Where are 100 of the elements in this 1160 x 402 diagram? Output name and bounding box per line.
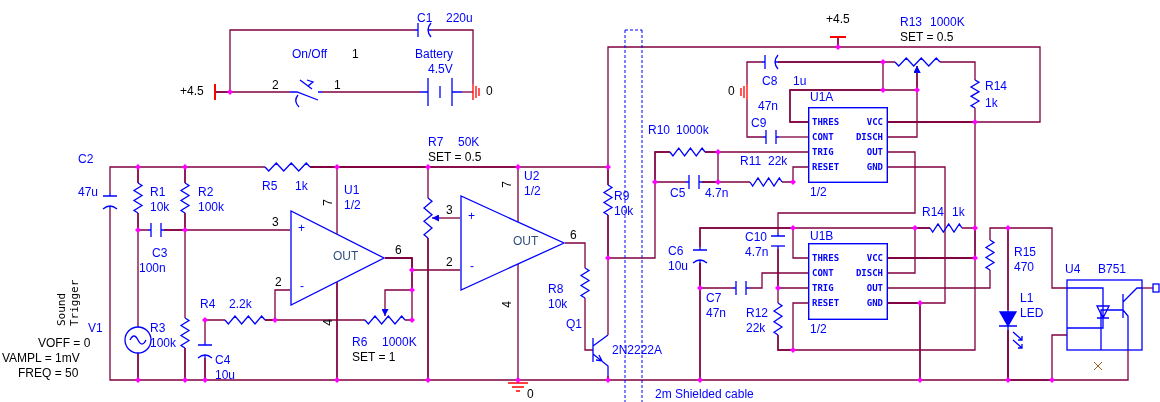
component-label: V1: [88, 322, 103, 335]
transistor-symbol: [592, 334, 609, 377]
parameter-text: 3: [446, 204, 453, 217]
component-label: 1/2: [810, 186, 827, 199]
battery-symbol: [419, 77, 463, 107]
output-terminal: [1152, 283, 1160, 293]
component-label: C2: [78, 153, 94, 166]
wire: [746, 99, 764, 138]
wire: [699, 227, 931, 248]
component-label: C5: [670, 187, 686, 200]
input-sign: +: [298, 222, 305, 235]
potentiometer-symbol: [423, 197, 433, 239]
component-label: R5: [262, 180, 278, 193]
parameter-text: 2: [446, 256, 453, 269]
component-label: U1B: [810, 230, 834, 243]
component-label: C8: [762, 75, 778, 88]
wire: [564, 242, 586, 269]
wire: [748, 272, 809, 289]
polarized-capacitor-symbol: [197, 341, 213, 359]
polarized-capacitor-symbol: [761, 54, 779, 70]
polarized-capacitor-symbol: [102, 192, 118, 210]
component-label: 10k: [614, 205, 634, 218]
component-label: B751: [1098, 263, 1127, 276]
wire: [777, 248, 779, 304]
component-label: R8: [548, 283, 564, 296]
resistor-symbol: [179, 317, 191, 349]
component-label: Q1: [566, 318, 582, 331]
component-label: 1000k: [676, 124, 709, 137]
component-label: R14: [922, 206, 944, 219]
input-sign: -: [300, 280, 304, 293]
component-label: U2: [524, 170, 540, 183]
timer-ic-box: [808, 107, 888, 183]
pin-label: RESET: [812, 162, 840, 172]
pin-label: THRES: [812, 117, 840, 127]
wire: [264, 319, 366, 321]
resistor-symbol: [579, 267, 591, 299]
component-label: Battery: [415, 48, 453, 61]
switch-symbol: [289, 79, 323, 108]
resistor-symbol: [772, 302, 784, 336]
component-label: R7: [428, 136, 444, 149]
wire: [184, 166, 266, 184]
parameter-text: 6: [395, 244, 402, 257]
output-label: OUT: [513, 235, 539, 248]
wire: [430, 29, 474, 85]
potentiometer-symbol: [894, 57, 941, 67]
pin-label: VCC: [866, 117, 883, 127]
component-label: 10k: [150, 201, 170, 214]
wire: [777, 151, 916, 234]
parameter-text: 7: [321, 199, 335, 206]
parameter-text: SET = 0.5: [428, 151, 482, 164]
component-label: 10u: [215, 369, 236, 382]
pin-label: CONT: [812, 132, 834, 142]
parameter-text: 0: [728, 85, 735, 98]
component-label: C6: [668, 245, 684, 258]
wire: [789, 65, 921, 123]
wire: [427, 237, 519, 381]
wire: [781, 166, 809, 183]
component-label: R15: [1014, 246, 1036, 259]
caption-text: 2m Shielded cable: [655, 388, 754, 401]
capacitor-symbol: [732, 280, 750, 296]
resistor-symbol: [132, 182, 144, 214]
sine-source-symbol: [124, 326, 152, 354]
pin-label: DISCH: [855, 132, 883, 142]
component-label: LED: [1020, 307, 1044, 320]
component-label: 47u: [78, 186, 99, 199]
parameter-text: 2: [272, 79, 279, 92]
optocoupler-symbol: [1066, 279, 1143, 351]
parameter-text: 4: [321, 319, 335, 326]
potentiometer-symbol: [364, 315, 406, 325]
component-label: L1: [1020, 292, 1034, 305]
resistor-symbol: [669, 146, 706, 158]
component-label: 1k: [295, 180, 308, 193]
parameter-text: SET = 1: [352, 351, 396, 364]
parameter-text: 7: [500, 181, 514, 188]
resistor-symbol: [224, 315, 266, 325]
component-label: 47n: [758, 100, 779, 113]
pin-label: OUT: [866, 283, 883, 293]
component-label: 100n: [139, 262, 166, 275]
component-label: R12: [746, 307, 768, 320]
pin-label: VCC: [866, 253, 883, 263]
pin-label: THRES: [812, 253, 840, 263]
wire: [214, 29, 416, 93]
component-label: 1/2: [524, 185, 541, 198]
pin-label: DISCH: [855, 268, 883, 278]
parameter-text: 6: [570, 229, 577, 242]
capacitor-symbol: [147, 222, 165, 238]
component-label: 4.7n: [745, 246, 769, 259]
component-label: C4: [215, 354, 231, 367]
wire: [584, 297, 594, 351]
resistor-symbol: [602, 184, 614, 216]
pin-label: GND: [866, 298, 883, 308]
capacitor-symbol: [762, 129, 780, 145]
component-label: 1000K: [382, 336, 417, 349]
parameter-text: +4.5: [826, 13, 850, 26]
component-label: C1: [417, 12, 433, 25]
wire: [137, 166, 186, 184]
parameter-text: 1: [334, 79, 341, 92]
parameter-text: VAMPL = 1mV: [2, 352, 80, 365]
wire: [461, 91, 474, 93]
component-label: R1: [150, 186, 166, 199]
